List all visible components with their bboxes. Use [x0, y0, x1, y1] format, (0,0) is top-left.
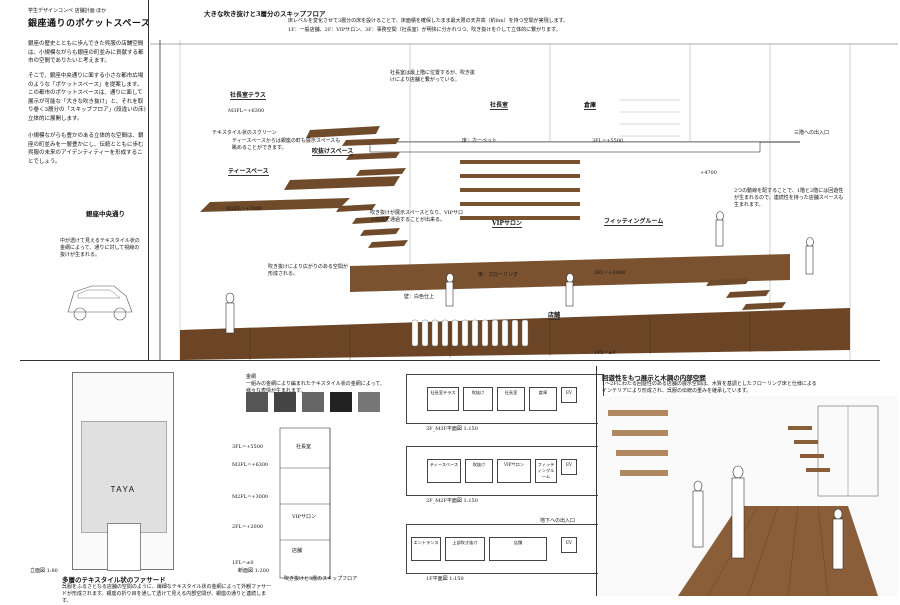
plan3-terrace: 社長室テラス	[427, 387, 459, 411]
plan2-vip: VIPサロン	[497, 459, 531, 483]
plan3-president: 社長室	[497, 387, 525, 411]
s2-vip: VIPサロン	[292, 514, 316, 520]
plan-3f: 社長室テラス 吹抜け 社長室 倉庫 EV	[406, 374, 604, 424]
mesh-title: 金網	[246, 374, 257, 380]
right-title: 回遊性をもつ展示と木調の内部空間	[602, 374, 706, 382]
s2-m2: M2FL=+3000	[232, 494, 269, 500]
plan2-fitting: フィッティングルーム	[535, 459, 557, 483]
label-president: 社長室	[490, 102, 509, 110]
note-exhibit: 吹き抜けが展示スペースとなり、VIPサロンの前を通過することが出来る。	[370, 210, 464, 223]
facade-body: 呉服をふるさとなる店舗の空間のように、繊細なテキスタイル状の金網によって外観ファ…	[62, 584, 272, 604]
section-body-2: 1F：一般店舗、2F：VIPサロン、3F：事務空間（社長室）が明快に分かれつつ、…	[288, 27, 561, 33]
plan3-storage: 倉庫	[529, 387, 557, 411]
intro-paragraph-2: そこで、銀座中央通りに面する小さな都市広場のような「ポケットスペース」を提案しま…	[28, 73, 146, 122]
mesh-swatches	[246, 392, 380, 412]
facade-mesh-panel	[81, 421, 167, 533]
plan2-void: 吹抜け	[465, 459, 493, 483]
s2-scale: 断面図 1:200	[238, 568, 269, 574]
competition-header: 学生デザインコンペ 店舗計画 ほか	[28, 8, 107, 14]
s2-cap: 吹き抜けと3層のスキップフロア	[284, 576, 358, 582]
label-storage: 倉庫	[584, 102, 597, 110]
page-title: 銀座通りのポケットスペース	[28, 19, 151, 29]
level-1f: 1FL=±0	[594, 350, 616, 356]
s2-3f: 3FL=+5500	[232, 444, 264, 450]
plan-2f-label: 2F_M2F平面図 1:150	[426, 498, 478, 504]
plan1-ev: EV	[561, 537, 577, 553]
plan1-shop: 店舗	[489, 537, 547, 561]
label-void-stairs: 吹抜けスペース	[312, 148, 354, 156]
label-vip: VIPサロン	[492, 220, 522, 228]
street-note: 中が透けて見えるテキスタイル状の金網によって、通りに対して視線の抜けが生まれる。	[60, 238, 140, 258]
facade-entrance	[107, 523, 141, 571]
note-stairs: 三階への出入口	[794, 130, 830, 136]
plan3-void: 吹抜け	[463, 387, 493, 411]
label-shop: 店舗	[548, 312, 561, 320]
perspective-section-drawing	[150, 40, 898, 360]
small-section-drawing	[279, 427, 331, 579]
plan-3f-label: 3F_M3F平面図 1:150	[426, 426, 478, 432]
intro-paragraph-1: 銀座の歴史とともに歩んできた呉服の店舗空間は、小規模ながらも銀座の町並みに貢献す…	[28, 41, 144, 65]
label-fitting: フィッティングルーム	[604, 218, 664, 226]
plan-1f-label: 1F平面図 1:150	[426, 576, 464, 582]
facade-elevation: TAYA	[72, 372, 174, 571]
note-right: 2つの動線を配することで、1階と2階には回遊性が生まれるので、連続性を持った店舗…	[734, 188, 844, 208]
section-body: 床レベルを変化させて3層分の床を設けることで、床面積を確保したまま最大限の天井高…	[288, 18, 569, 24]
note-carpet: 床：カーペット	[462, 138, 498, 144]
facade-title: 多層のテキスタイル状のファサード	[62, 576, 166, 584]
s2-president: 社長室	[296, 444, 312, 450]
plan1-entrance: エントランス	[411, 537, 441, 561]
note-void: 吹き抜けにより広がりのある空間が形成される。	[268, 264, 348, 277]
s2-2f: 2FL=+2000	[232, 524, 264, 530]
plan-2f: ティースペース 吹抜け VIPサロン フィッティングルーム EV	[406, 446, 604, 496]
s2-1f: 1FL=±0	[232, 560, 254, 566]
note-wall: 壁：白色仕上	[404, 294, 435, 300]
label-tea: ティースペース	[228, 168, 269, 176]
facade-brand: TAYA	[110, 485, 136, 494]
note-flooring: 床：フローリング	[478, 272, 519, 278]
intro-paragraph-3: 小規模ながらも豊かのある立体的な空間は、銀座の町並みを一層豊かにし、伝統とともに…	[28, 133, 144, 165]
level-m2: M2FL=+3000	[226, 206, 263, 212]
street-label: 銀座中央通り	[86, 210, 125, 218]
level-2f: 2FL=+2000	[594, 270, 626, 276]
s2-shop: 店舗	[292, 548, 303, 554]
note-tea: ティースペースからは銀座の町も展示スペースも眺めることができます。	[232, 138, 341, 151]
section-heading: 大きな吹き抜けと3層分のスキップフロア	[204, 10, 326, 18]
mesh-note: 一組みの金網により編まれたテキスタイル状の金網によって、様々な表情が生まれます。	[246, 381, 386, 394]
plan2-ev: EV	[561, 459, 577, 475]
plan-basement: 地下への出入口	[540, 518, 576, 524]
plan-1f: エントランス 上部吹き抜け 店舗 EV	[406, 524, 604, 574]
note-president: 社長室は最上階に位置するが、吹き抜けにより店舗と繋がっている。	[390, 70, 475, 83]
label-terrace: 社長室テラス	[230, 92, 266, 100]
interior-perspective	[598, 396, 898, 596]
plan1-upper: 上部吹き抜け	[445, 537, 485, 561]
right-body: 1〜2Fにわたる回遊性のある店舗の展示空間は、木質を基調としたフローリング床と仕…	[602, 381, 817, 394]
note-screen: テキスタイル状のスクリーン	[212, 130, 277, 136]
level-m3: M3FL=+6300	[228, 108, 265, 114]
level-3f: 3FL=+5500	[592, 138, 624, 144]
plan3-ev: EV	[561, 387, 577, 403]
s2-m3: M3FL=+6300	[232, 462, 269, 468]
facade-scale: 立面図 1:80	[30, 568, 58, 574]
level-4700: +4700	[700, 170, 717, 176]
car-sketch	[67, 285, 133, 321]
plan2-tea: ティースペース	[427, 459, 461, 483]
